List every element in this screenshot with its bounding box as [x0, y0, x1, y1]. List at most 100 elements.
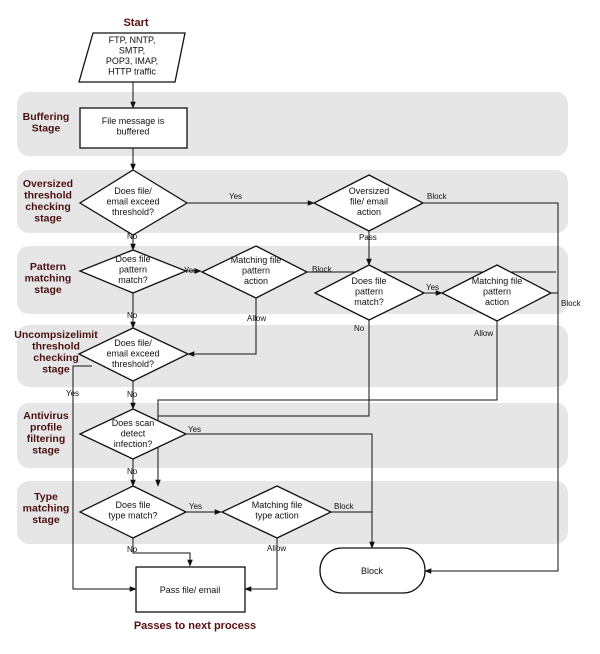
- text-line: profile: [30, 422, 62, 434]
- text-line: matching: [25, 273, 72, 285]
- label-pattern1-no: No: [127, 311, 138, 320]
- label-oversize-pass: Pass: [359, 233, 377, 242]
- text-line: Pattern: [30, 261, 66, 273]
- edge-pattern2-no: [155, 320, 370, 487]
- text-line: Oversized: [349, 186, 390, 196]
- text-line: threshold?: [112, 207, 154, 217]
- edge-type-no: [132, 538, 193, 567]
- label-pattern2-block: Block: [561, 299, 582, 308]
- node-input-traffic: [78, 32, 186, 83]
- label-uncomp-no: No: [127, 390, 138, 399]
- diagram-start-title: Start: [123, 17, 148, 29]
- text-line: Uncompsizelimit: [14, 329, 98, 341]
- nodes: FTP, NNTP,SMTP,POP3, IMAP,HTTP traffic F…: [77, 32, 553, 613]
- text-line: threshold: [32, 341, 80, 353]
- node-pass: [135, 566, 246, 613]
- text-line: detect: [121, 429, 146, 439]
- text-line: SMTP,: [119, 46, 145, 56]
- edge-uncomp-yes: [72, 365, 137, 592]
- node-block-text: Block: [361, 566, 384, 576]
- text-line: File message is: [102, 116, 165, 126]
- node-decision-pattern-2: [313, 264, 426, 321]
- text-line: Does file: [115, 254, 150, 264]
- node-decision-antivirus: [78, 408, 188, 460]
- text-line: action: [357, 207, 381, 217]
- text-line: buffered: [117, 127, 150, 137]
- text-line: Stage: [32, 123, 61, 135]
- text-line: FTP, NNTP,: [109, 35, 156, 45]
- node-action-pattern-2: [440, 264, 553, 322]
- text-line: Block: [361, 566, 384, 576]
- text-line: Matching file: [231, 255, 282, 265]
- label-type-yes: Yes: [189, 502, 202, 511]
- text-line: action: [244, 276, 268, 286]
- node-action-oversize: [312, 174, 425, 232]
- label-oversize-no: No: [127, 232, 138, 241]
- label-av-yes: Yes: [188, 425, 201, 434]
- edge-pattern1-allow: [187, 298, 257, 357]
- text-line: match?: [118, 275, 148, 285]
- text-line: threshold: [24, 190, 72, 202]
- text-line: stage: [32, 445, 60, 457]
- node-decision-uncomp: [77, 327, 190, 382]
- stage-lanes: [17, 92, 568, 544]
- node-decision-type: [78, 485, 188, 539]
- text-line: type action: [255, 511, 299, 521]
- label-type-no: No: [127, 545, 138, 554]
- text-line: checking: [33, 352, 79, 364]
- node-block: [319, 547, 426, 594]
- text-line: Does file: [115, 500, 150, 510]
- text-line: Matching file: [252, 500, 303, 510]
- text-line: filtering: [27, 433, 66, 445]
- node-buffered: [79, 107, 188, 149]
- text-line: stage: [42, 364, 70, 376]
- label-pattern1-allow: Allow: [247, 314, 266, 323]
- text-line: pattern: [355, 287, 383, 297]
- text-line: Oversized: [23, 178, 73, 190]
- node-decision-pattern-1: [78, 249, 188, 294]
- label-pattern2-allow: Allow: [474, 329, 493, 338]
- node-decision-oversize: [78, 169, 189, 236]
- text-line: stage: [32, 514, 60, 526]
- text-line: email exceed: [106, 197, 159, 207]
- label-oversize-block: Block: [427, 192, 448, 201]
- node-action-type: [220, 485, 333, 539]
- text-line: Antivirus: [23, 410, 69, 422]
- label-uncomp-yes: Yes: [66, 389, 79, 398]
- text-line: pattern: [242, 266, 270, 276]
- text-line: checking: [25, 201, 71, 213]
- label-pattern1-block: Block: [312, 265, 333, 274]
- text-line: Pass file/ email: [160, 585, 221, 595]
- label-pattern2-no: No: [354, 324, 365, 333]
- label-type-allow: Allow: [267, 544, 286, 553]
- text-line: pattern: [119, 265, 147, 275]
- text-line: type match?: [108, 511, 157, 521]
- text-line: action: [485, 297, 509, 307]
- text-line: match?: [354, 297, 384, 307]
- text-line: email exceed: [106, 349, 159, 359]
- label-av-no: No: [127, 467, 138, 476]
- text-line: Does file/: [114, 186, 152, 196]
- label-pattern2-yes: Yes: [426, 283, 439, 292]
- edge-oversize-block: [423, 202, 559, 574]
- text-line: Type: [34, 491, 58, 503]
- edges: [72, 82, 559, 592]
- label-type-block: Block: [334, 502, 355, 511]
- text-line: matching: [23, 503, 70, 515]
